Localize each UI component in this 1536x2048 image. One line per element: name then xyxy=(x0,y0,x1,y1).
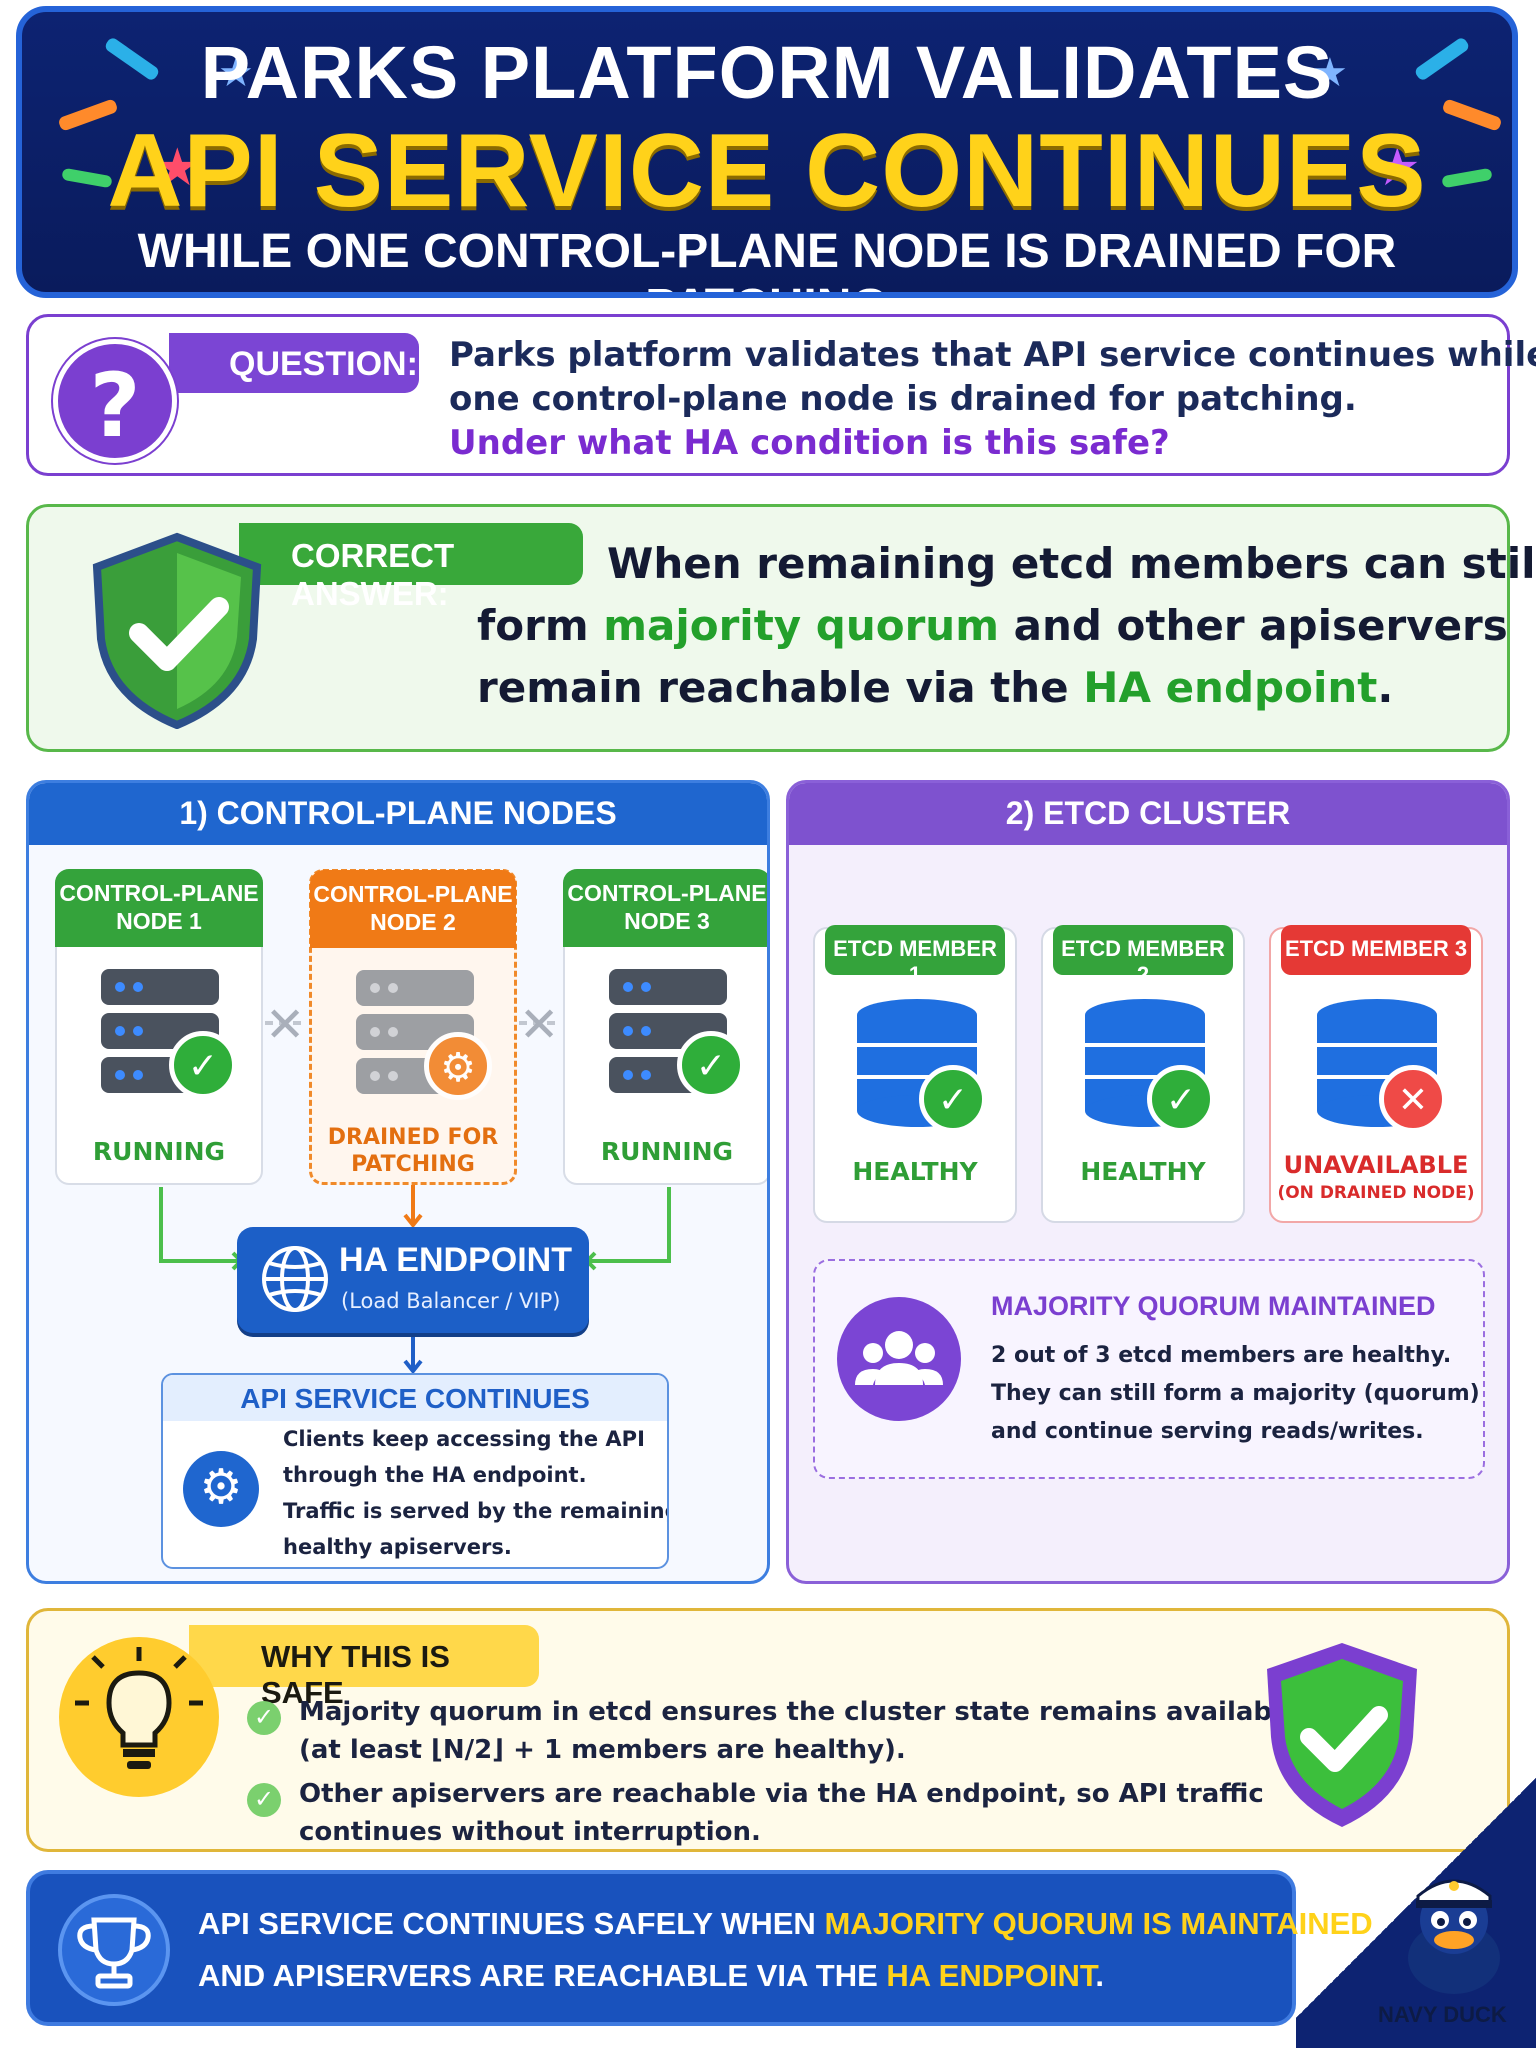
etcd-member-1-status: HEALTHY xyxy=(852,1157,978,1186)
why-bullet-1-line-1: Majority quorum in etcd ensures the clus… xyxy=(299,1697,1299,1727)
etcd-cluster-title: 2) ETCD CLUSTER xyxy=(1005,795,1291,831)
x-badge-icon: ✕ xyxy=(1379,1065,1447,1133)
quorum-line: They can still form a majority (quorum) xyxy=(991,1381,1480,1406)
why-bullet-2-line-1: Other apiservers are reachable via the H… xyxy=(299,1779,1264,1809)
api-service-title: API SERVICE CONTINUES xyxy=(240,1383,590,1414)
server-icon: ✓ xyxy=(609,969,745,1099)
footer-line-2: AND APISERVERS ARE REACHABLE VIA THE HA … xyxy=(198,1958,1105,1993)
star-icon: ★ xyxy=(1374,138,1421,198)
etcd-member-3-note: (ON DRAINED NODE) xyxy=(1277,1183,1475,1203)
answer-tab: CORRECT ANSWER: xyxy=(239,523,583,612)
api-service-line: Clients keep accessing the API xyxy=(283,1427,645,1451)
gear-badge-icon: ⚙ xyxy=(424,1032,492,1100)
navy-duck-mascot-icon xyxy=(1408,1879,1500,1994)
etcd-cluster-header: 2) ETCD CLUSTER xyxy=(789,783,1507,845)
answer-line-2: form majority quorum and other apiserver… xyxy=(477,601,1508,650)
footer-banner: API SERVICE CONTINUES SAFELY WHEN MAJORI… xyxy=(26,1870,1373,2026)
question-line-1: Parks platform validates that API servic… xyxy=(449,335,1536,375)
api-service-box: API SERVICE CONTINUES ⚙ Clients keep acc… xyxy=(161,1373,669,1569)
check-badge-icon: ✓ xyxy=(677,1031,745,1099)
star-icon: ★ xyxy=(218,50,254,96)
question-label: QUESTION: xyxy=(229,345,418,383)
quorum-line: 2 out of 3 etcd members are healthy. xyxy=(991,1343,1452,1368)
brand-label: NAVY DUCK xyxy=(1378,2002,1507,2027)
ha-endpoint-subtitle: (Load Balancer / VIP) xyxy=(341,1289,561,1313)
control-plane-title: 1) CONTROL-PLANE NODES xyxy=(179,795,617,831)
quorum-line: and continue serving reads/writes. xyxy=(991,1419,1424,1444)
node-3-status: RUNNING xyxy=(600,1137,734,1166)
node-1-status: RUNNING xyxy=(92,1137,226,1166)
etcd-member-2-header: ETCD MEMBER 2 xyxy=(1053,925,1233,987)
globe-icon xyxy=(262,1246,328,1312)
why-safe-label: WHY THIS IS SAFE xyxy=(261,1639,450,1710)
api-service-line: Traffic is served by the remaining xyxy=(283,1499,669,1523)
disconnect-x-icon: ✕ xyxy=(265,997,306,1053)
lightbulb-icon xyxy=(59,1637,219,1797)
corner-decoration xyxy=(1296,1748,1536,2048)
footer-line-1: API SERVICE CONTINUES SAFELY WHEN MAJORI… xyxy=(198,1906,1373,1941)
disconnect-x-icon: ✕ xyxy=(519,997,560,1053)
database-icon: ✓ xyxy=(857,999,987,1149)
etcd-member-2-status: HEALTHY xyxy=(1080,1157,1206,1186)
check-badge-icon: ✓ xyxy=(919,1065,987,1133)
shield-check-icon xyxy=(92,532,262,729)
answer-line-3: remain reachable via the HA endpoint. xyxy=(477,663,1394,712)
header-banner: ★ ★ ★ ★ PARKS PLATFORM VALIDATES API SER… xyxy=(16,6,1518,298)
answer-card: CORRECT ANSWER: When remaining etcd memb… xyxy=(26,504,1536,752)
question-tab: QUESTION: xyxy=(169,333,419,393)
etcd-member-1-header: ETCD MEMBER 1 xyxy=(825,925,1005,987)
trophy-icon xyxy=(58,1894,170,2006)
api-service-line: healthy apiservers. xyxy=(283,1535,512,1559)
ha-endpoint-box: HA ENDPOINT (Load Balancer / VIP) xyxy=(237,1227,589,1333)
etcd-member-3-header: ETCD MEMBER 3 xyxy=(1281,925,1471,975)
control-plane-panel: 1) CONTROL-PLANE NODES ✕ ✕ CONTROL-PLANE… xyxy=(26,780,770,1584)
quorum-title: MAJORITY QUORUM MAINTAINED xyxy=(991,1291,1436,1321)
question-card: QUESTION: ? Parks platform validates tha… xyxy=(26,314,1536,476)
etcd-member-1: ETCD MEMBER 1 ✓ HEALTHY xyxy=(813,925,1017,1223)
star-icon: ★ xyxy=(1312,50,1348,96)
star-icon: ★ xyxy=(154,138,201,198)
question-mark-icon: ? xyxy=(53,339,177,463)
check-circle-icon: ✓ xyxy=(247,1783,281,1817)
check-circle-icon: ✓ xyxy=(247,1701,281,1735)
why-safe-tab: WHY THIS IS SAFE xyxy=(189,1625,539,1710)
question-line-2: one control-plane node is drained for pa… xyxy=(449,379,1357,419)
server-icon: ✓ xyxy=(101,969,237,1099)
etcd-cluster-panel: 2) ETCD CLUSTER ETCD MEMBER 1 ✓ HEALTHY … xyxy=(786,780,1510,1584)
api-service-line: through the HA endpoint. xyxy=(283,1463,587,1487)
people-icon xyxy=(837,1297,961,1421)
etcd-member-2: ETCD MEMBER 2 ✓ HEALTHY xyxy=(1041,925,1245,1223)
question-line-3: Under what HA condition is this safe? xyxy=(449,423,1170,463)
server-icon: ⚙ xyxy=(356,970,492,1100)
why-bullet-1-line-2: (at least ⌊N/2⌋ + 1 members are healthy)… xyxy=(299,1735,906,1765)
title-line-1: PARKS PLATFORM VALIDATES xyxy=(200,31,1334,114)
answer-line-1: When remaining etcd members can still xyxy=(607,539,1536,588)
database-icon: ✓ xyxy=(1085,999,1215,1149)
etcd-member-3: ETCD MEMBER 3 ✕ UNAVAILABLE (ON DRAINED … xyxy=(1269,925,1483,1223)
check-badge-icon: ✓ xyxy=(169,1031,237,1099)
title-line-3: WHILE ONE CONTROL-PLANE NODE IS DRAINED … xyxy=(137,225,1397,292)
why-bullet-2-line-2: continues without interruption. xyxy=(299,1817,761,1847)
connector-lines xyxy=(159,1021,671,1375)
title-line-2: API SERVICE CONTINUES xyxy=(107,113,1427,229)
check-badge-icon: ✓ xyxy=(1147,1065,1215,1133)
control-plane-header: 1) CONTROL-PLANE NODES xyxy=(29,783,767,845)
ha-endpoint-title: HA ENDPOINT xyxy=(339,1241,572,1279)
why-safe-card: WHY THIS IS SAFE ✓ Majority quorum in et… xyxy=(26,1608,1510,1852)
answer-label: CORRECT ANSWER: xyxy=(291,537,455,612)
etcd-member-3-status: UNAVAILABLE xyxy=(1283,1151,1469,1179)
quorum-box: MAJORITY QUORUM MAINTAINED 2 out of 3 et… xyxy=(813,1259,1485,1479)
database-icon: ✕ xyxy=(1317,999,1447,1149)
gear-icon: ⚙ xyxy=(183,1451,259,1527)
